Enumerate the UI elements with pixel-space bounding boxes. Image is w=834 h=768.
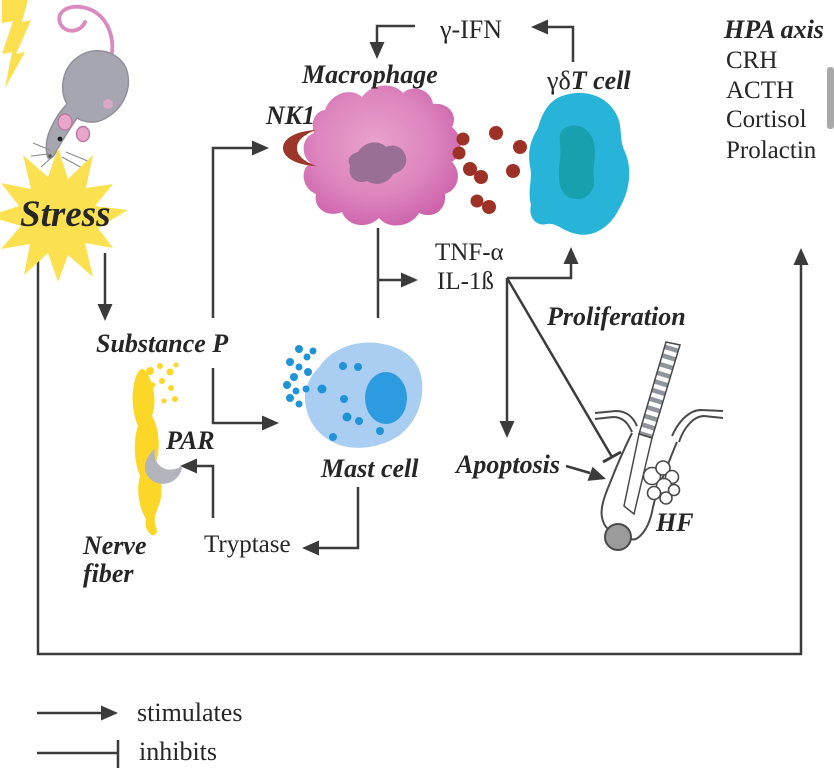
arrow-tryptase-to-par [197,464,215,518]
label-hpa-axis: HPA axis [724,15,824,44]
label-hf: HF [656,508,694,537]
feedback-loop-line [36,240,803,656]
label-tnf: TNF-α [435,239,504,266]
red-granules [452,126,527,214]
macrophage-nucleus [348,142,407,184]
label-stimulates: stimulates [137,698,243,727]
skin-surface [594,408,724,443]
label-inhibits: inhibits [139,737,218,766]
label-gdt-cell: γδT cell [547,67,631,94]
mouse-tail [57,4,115,64]
dermal-papilla [604,523,632,551]
mouse-ear-right [75,125,91,143]
arrow-macrophage-to-tnf [376,228,401,318]
mouse-nose [48,154,52,158]
label-apoptosis: Apoptosis [456,450,561,479]
hair-root [623,433,653,516]
mouse-body [45,49,130,160]
connector-lines [36,24,803,768]
tcell-nucleus [558,125,595,200]
arrowheads [97,19,809,721]
arrow-substancep-to-nk1 [211,146,252,318]
mast-cell-shape [283,342,423,448]
mastcell-granules [317,362,384,441]
inhibit-tbar [602,450,622,464]
arrow-gifn-to-macrophage [375,24,415,42]
mouse-ear-left [57,113,73,131]
nerve-fiber-band [132,368,162,536]
stress-starburst [0,148,128,282]
nerve-fiber-dots [146,362,179,404]
label-gdt-tcell: T cell [570,66,631,95]
label-tryptase: Tryptase [204,531,291,558]
arrow-apoptosis-to-hf [565,464,591,475]
mouse-hind [103,99,113,109]
label-il1: IL-1ß [437,268,494,295]
arrow-tcell-to-gifn [548,25,575,62]
hair-follicle-illustration [594,341,724,551]
legend-inhibits-line [37,740,120,768]
label-crh: CRH [726,47,778,74]
arrow-mastcell-to-tryptase [319,487,360,550]
lightning-icon [2,0,31,88]
label-prolactin: Prolactin [726,137,817,164]
mouse-eye [57,136,63,142]
label-cortisol: Cortisol [726,106,807,133]
label-macrophage: Macrophage [302,60,438,89]
label-gdt-prefix: γδ [547,66,571,95]
inhibit-tnf-to-hf [505,277,614,458]
label-stress: Stress [20,194,111,235]
mastcell-nucleus [365,372,407,424]
gdt-cell [529,92,630,235]
label-par: PAR [166,426,215,455]
macrophage-cell [283,85,461,226]
label-nerve: Nerve [83,531,147,560]
label-substance-p: Substance P [96,329,229,358]
arrow-tnf-to-tcell [507,264,573,280]
label-nk1: NK1 [266,101,316,130]
label-fiber: fiber [83,559,134,588]
scrollbar-fragment [827,67,834,129]
nk1-receptor-icon [283,130,316,166]
label-gamma-ifn: γ-IFN [440,15,503,44]
sebaceous-gland [642,460,681,505]
mouse-whiskers [30,142,91,170]
arrow-substancep-to-mastcell [211,368,262,425]
par-receptor-icon [145,449,182,484]
hair-shaft [638,341,681,439]
mouse-illustration [30,4,130,170]
label-proliferation: Proliferation [547,302,686,331]
nerve-fiber-shape [132,362,182,536]
label-acth: ACTH [726,77,795,104]
mastcell-released-granules [283,345,317,408]
label-mast-cell: Mast cell [321,454,419,483]
